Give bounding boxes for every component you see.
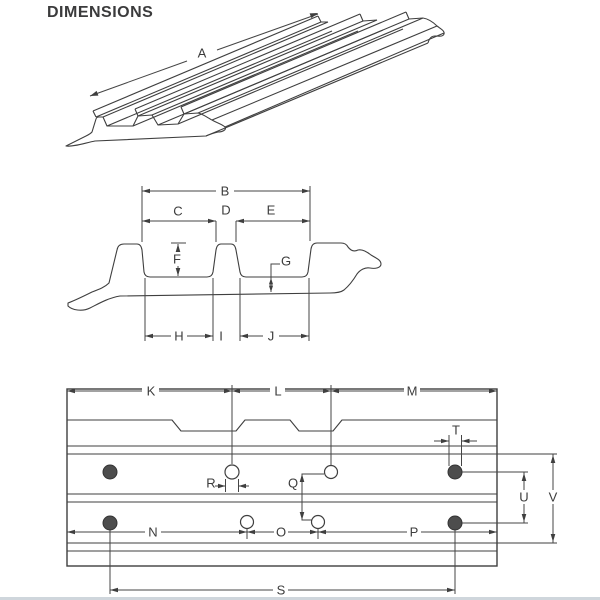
dim-label-i: I xyxy=(219,329,223,344)
dim-label-b: B xyxy=(221,184,230,199)
dim-q: Q xyxy=(288,473,324,521)
bolt-hole-filled xyxy=(102,464,118,480)
section-extension-lines xyxy=(141,186,311,341)
dim-label-q: Q xyxy=(288,476,298,491)
dim-label-p: P xyxy=(410,525,419,540)
dim-label-c: C xyxy=(173,204,182,219)
bolt-hole-filled xyxy=(447,515,463,531)
dim-s: S xyxy=(109,529,456,598)
dim-label-f: F xyxy=(173,252,181,267)
dim-label-d: D xyxy=(221,203,230,218)
dim-b: B xyxy=(142,184,310,199)
cross-section-view: B C D E F G xyxy=(67,184,382,344)
dim-label-j: J xyxy=(268,329,275,344)
footer-strip xyxy=(0,597,600,600)
isometric-view: A xyxy=(65,11,445,147)
dim-label-g: G xyxy=(281,254,291,269)
bolt-hole-open xyxy=(310,514,326,530)
section-profile xyxy=(67,242,382,311)
bolt-hole-filled xyxy=(102,515,118,531)
dim-v: V xyxy=(546,454,560,543)
dim-label-m: M xyxy=(407,384,418,399)
dim-label-e: E xyxy=(267,203,276,218)
dim-label-v: V xyxy=(549,490,558,505)
plan-view: K L M N O P Q xyxy=(66,384,560,598)
iso-ridge-lines xyxy=(92,11,445,137)
dim-label-r: R xyxy=(206,476,215,491)
page-title: DIMENSIONS xyxy=(47,4,153,21)
bolt-hole-open xyxy=(224,464,240,480)
dim-label-l: L xyxy=(274,384,281,399)
dim-hij: H I J xyxy=(145,329,309,344)
bolt-hole-open xyxy=(323,464,339,480)
dim-label-a: A xyxy=(198,46,207,61)
bolt-holes xyxy=(102,464,463,531)
dim-a: A xyxy=(89,13,319,97)
dim-g: G xyxy=(268,254,291,292)
dim-u: U xyxy=(462,471,531,524)
dim-label-t: T xyxy=(452,423,460,438)
dim-label-h: H xyxy=(174,329,183,344)
dim-label-s: S xyxy=(277,583,286,598)
dim-cde: C D E xyxy=(142,203,310,224)
dim-r: R xyxy=(206,476,249,492)
bolt-hole-filled xyxy=(447,464,463,480)
dim-klm: K L M xyxy=(67,384,497,465)
dim-label-k: K xyxy=(147,384,156,399)
dim-label-u: U xyxy=(519,490,528,505)
plan-plate-lines xyxy=(67,419,557,552)
iso-far-end xyxy=(317,11,445,44)
dim-f: F xyxy=(171,242,186,276)
dim-label-o: O xyxy=(276,525,286,540)
dim-label-n: N xyxy=(148,525,157,540)
iso-shoe-profile xyxy=(65,112,226,147)
dim-nop: N O P xyxy=(67,525,497,540)
bolt-hole-open xyxy=(239,514,255,530)
dim-t: T xyxy=(434,423,477,466)
